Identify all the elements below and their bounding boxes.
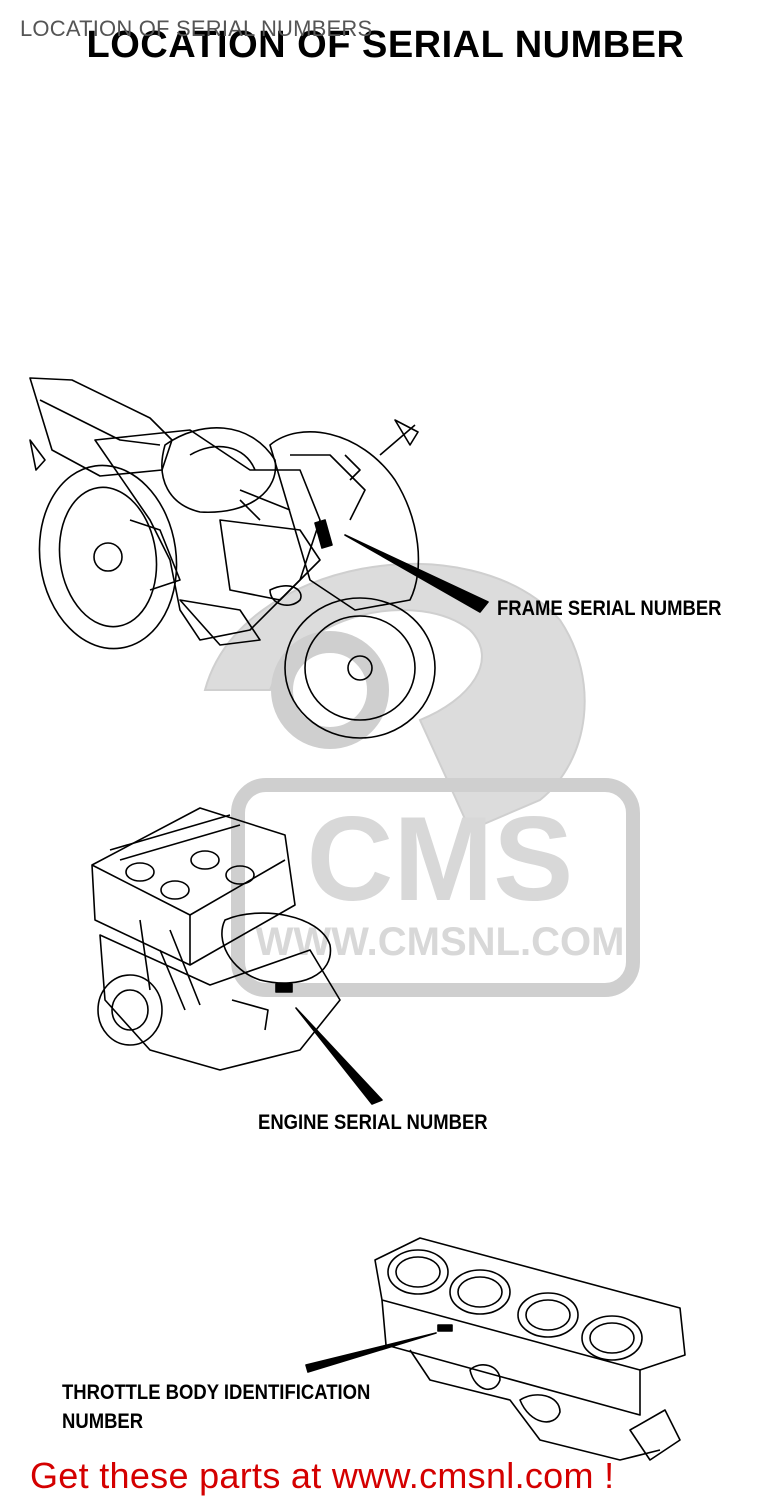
throttle-body-id-label: THROTTLE BODY IDENTIFICATION NUMBER [62, 1378, 370, 1436]
engine-illustration [91, 807, 383, 1105]
motorcycle-illustration [29, 377, 489, 739]
cmsnl-watermark: CMS WWW.CMSNL.COM [203, 562, 640, 997]
footer-suffix: ! [593, 1455, 615, 1496]
throttle-body-id-label-line1: THROTTLE BODY IDENTIFICATION [62, 1381, 371, 1404]
throttle-body-id-label-line2: NUMBER [62, 1410, 144, 1433]
throttle-body-illustration [305, 1237, 686, 1461]
footer-promo: Get these parts at www.cmsnl.com ! [30, 1455, 614, 1497]
engine-serial-number-label: ENGINE SERIAL NUMBER [258, 1111, 488, 1134]
watermark-url-text: WWW.CMSNL.COM [256, 920, 625, 964]
cmsnl-link[interactable]: www.cmsnl.com [331, 1455, 594, 1496]
watermark-logo-text: CMS [307, 792, 574, 926]
footer-prefix: Get these parts at [30, 1455, 332, 1496]
page-header-title: LOCATION OF SERIAL NUMBERS [20, 16, 373, 41]
diagram-title: LOCATION OF SERIAL NUMBER [86, 24, 685, 66]
frame-serial-number-label: FRAME SERIAL NUMBER [497, 597, 722, 620]
